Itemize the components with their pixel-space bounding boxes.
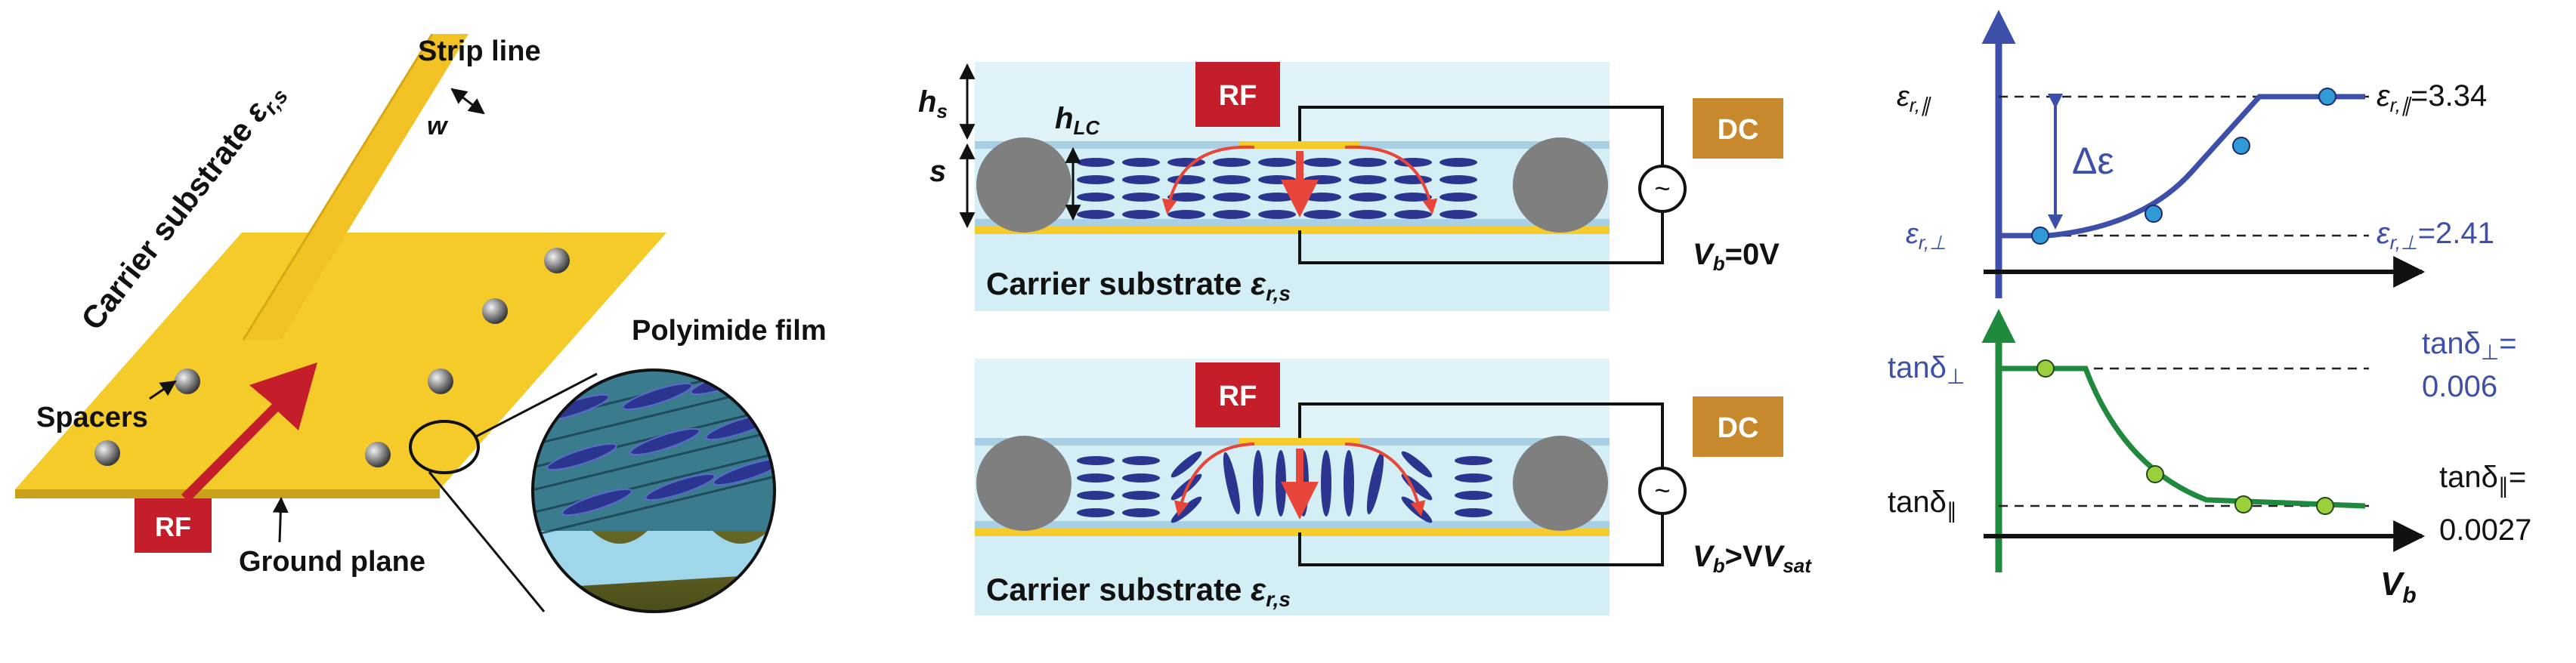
rf-field-lines-bottom	[1174, 443, 1426, 520]
spacer-ball	[544, 248, 570, 273]
eps-point	[2232, 137, 2250, 155]
rf-box-bottom	[1195, 362, 1280, 427]
w-label: w	[427, 112, 449, 140]
tan-point	[2146, 465, 2164, 483]
eps-par-axis-label: εr,∥	[1897, 81, 1931, 116]
tan-point	[2234, 495, 2253, 513]
carrier-substrate-top: Carrier substrate εr,s	[986, 266, 1291, 305]
tan-point	[2316, 497, 2334, 515]
spacer-left-b	[976, 436, 1072, 531]
w-arrow	[450, 88, 485, 115]
ground-plane-edge	[15, 489, 440, 498]
magnify-ring	[409, 420, 480, 474]
eps-curve	[1999, 94, 2365, 239]
rf-propagation-arrow	[181, 362, 317, 502]
eps-point	[2318, 88, 2336, 106]
eps-perp-value: εr,⊥=2.41	[2377, 217, 2494, 254]
panel-a-microstrip: w Strip line Carrier substrate εr,s Spac…	[15, 33, 827, 613]
ground-plane-label: Ground plane	[239, 546, 425, 578]
ground-strip-bottom	[975, 529, 1610, 536]
eps-par-value: εr,∥=3.34	[2377, 79, 2487, 116]
s-label: s	[929, 155, 946, 188]
svg-text:~: ~	[1654, 475, 1670, 506]
svg-text:~: ~	[1654, 173, 1670, 204]
dc-label-top: DC	[1718, 114, 1759, 146]
rf-box-a	[135, 498, 212, 553]
eps-point	[2145, 205, 2163, 223]
rf-label-top: RF	[1219, 80, 1257, 112]
tan-par-number: 0.0027	[2439, 513, 2531, 547]
panel-b-bottom-saturated: RF DC ~ Vb>VVsat Carrier substrate εr,s	[975, 359, 1812, 615]
carrier-substrate-bottom: Carrier substrate εr,s	[986, 572, 1291, 611]
panel-b-top-unbiased: hs s hLC RF DC ~ Vb=0V Carrier substrate…	[918, 62, 1783, 311]
rf-label-a: RF	[155, 511, 191, 542]
tan-point	[2036, 359, 2055, 378]
spacer-ball	[365, 442, 391, 467]
tan-perp-axis-label: tanδ⊥	[1888, 351, 1965, 388]
signal-strip-top	[1239, 141, 1360, 149]
spacer-left	[976, 137, 1072, 233]
dc-label-bottom: DC	[1718, 412, 1759, 444]
strip-line-label: Strip line	[418, 35, 541, 67]
panel-c-permittivity: Δε εr,∥ εr,⊥ εr,∥=3.34 εr,⊥=2.41	[1897, 10, 2494, 298]
spacers-pointer	[149, 380, 177, 400]
bias-wire-top	[1298, 106, 1664, 166]
hlc-label: hLC	[1055, 102, 1100, 139]
tan-perp-value: tanδ⊥=	[2422, 327, 2517, 364]
rf-field-lines-top	[1161, 145, 1438, 217]
rf-box-top	[1195, 62, 1280, 127]
polyimide-bottom	[975, 219, 1610, 227]
vb-bottom-label: Vb>VVsat	[1693, 540, 1812, 577]
vb-top-label: Vb=0V	[1693, 238, 1780, 275]
signal-strip-bottom	[1239, 438, 1360, 446]
dc-box-top	[1693, 98, 1783, 159]
dc-box-bottom	[1693, 396, 1783, 457]
tan-par-value: tanδ∥=	[2439, 461, 2526, 498]
eps-point	[2031, 227, 2049, 245]
polyimide-magnified-view	[533, 370, 775, 612]
polyimide-bottom-b	[975, 521, 1610, 529]
spacer-ball	[94, 440, 120, 466]
ground-plane	[15, 233, 666, 489]
top-glass	[975, 62, 1610, 141]
bias-wire-bottom	[1298, 402, 1664, 468]
lc-molecules-reoriented	[1077, 450, 1492, 523]
spacer-ball	[175, 369, 200, 394]
vb-axis-label: Vb	[2380, 566, 2417, 608]
tan-perp-number: 0.006	[2422, 370, 2497, 403]
ground-wire-top	[1298, 211, 1664, 264]
rf-label-bottom: RF	[1219, 381, 1257, 412]
spacer-ball	[482, 298, 508, 324]
ac-source-top	[1638, 165, 1687, 213]
ground-wire-bottom	[1298, 513, 1664, 566]
spacer-ball	[428, 369, 453, 394]
ground-strip-top	[975, 227, 1610, 234]
panel-c-loss-tangent: tanδ⊥ tanδ∥ tanδ⊥= 0.006 tanδ∥= 0.0027 V…	[1888, 309, 2531, 608]
lc-molecules-parallel	[1077, 158, 1477, 219]
ground-plane-pointer	[272, 496, 289, 543]
ac-source-bottom	[1638, 467, 1687, 515]
spacer-right	[1513, 137, 1608, 233]
tan-par-axis-label: tanδ∥	[1888, 486, 1957, 523]
tan-curve	[1999, 365, 2366, 509]
hs-label: hs	[918, 85, 948, 122]
polyimide-film-label: Polyimide film	[632, 315, 827, 347]
strip-line	[243, 34, 469, 340]
spacer-right-b	[1513, 436, 1608, 531]
eps-perp-axis-label: εr,⊥	[1906, 218, 1947, 254]
spacers-label: Spacers	[36, 402, 148, 433]
delta-eps-label: Δε	[2072, 140, 2114, 182]
